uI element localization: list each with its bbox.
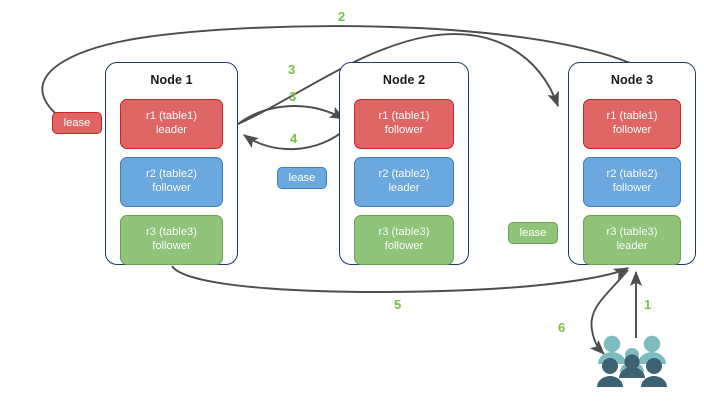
replica-name: r2 (table2)	[606, 168, 658, 181]
step-label-1: 1	[644, 297, 652, 312]
edge-step-4	[243, 126, 349, 150]
replica-name: r3 (table3)	[606, 226, 658, 239]
step-label-3-long: 3	[288, 62, 296, 77]
replica-role: leader	[616, 240, 648, 252]
replica-chip-r1[interactable]: r1 (table1) follower	[354, 99, 454, 149]
replica-chip-r3[interactable]: r3 (table3) leader	[583, 215, 681, 265]
replica-role: follower	[152, 182, 191, 194]
edge-step-3-short	[237, 105, 345, 125]
lease-badge-node2[interactable]: lease	[277, 167, 327, 189]
replica-name: r3 (table3)	[146, 226, 197, 239]
node-title: Node 1	[150, 73, 193, 87]
replica-name: r1 (table1)	[146, 110, 197, 123]
replica-chip-r1[interactable]: r1 (table1) leader	[120, 99, 223, 149]
step-label-5: 5	[394, 297, 402, 312]
replica-chip-r1[interactable]: r1 (table1) follower	[583, 99, 681, 149]
replica-role: follower	[612, 182, 652, 194]
replica-chip-r2[interactable]: r2 (table2) follower	[583, 157, 681, 207]
replica-name: r3 (table3)	[378, 226, 430, 239]
step-label-2: 2	[338, 9, 346, 24]
replica-name: r2 (table2)	[146, 168, 197, 181]
replica-name: r1 (table1)	[606, 110, 658, 123]
replica-chip-r3[interactable]: r3 (table3) follower	[354, 215, 454, 265]
node-box-2[interactable]: Node 2 r1 (table1) follower r2 (table2) …	[339, 62, 469, 265]
edge-step-5	[171, 265, 630, 293]
edge-step-2	[41, 25, 631, 128]
replica-role: leader	[155, 124, 188, 136]
replica-role: follower	[384, 240, 424, 252]
replica-chip-r2[interactable]: r2 (table2) leader	[354, 157, 454, 207]
step-label-6: 6	[558, 320, 566, 335]
users-icon	[597, 335, 667, 387]
node-box-3[interactable]: Node 3 r1 (table1) follower r2 (table2) …	[568, 62, 696, 265]
replica-chip-r2[interactable]: r2 (table2) follower	[120, 157, 223, 207]
step-label-3-short: 3	[289, 89, 297, 104]
replica-role: follower	[152, 240, 191, 252]
replica-role: follower	[612, 124, 652, 136]
edge-step-3-long	[237, 33, 559, 125]
replica-name: r1 (table1)	[378, 110, 430, 123]
replica-role: leader	[388, 182, 420, 194]
lease-badge-node1[interactable]: lease	[52, 112, 102, 134]
edge-step-6	[589, 269, 629, 355]
replica-role: follower	[384, 124, 424, 136]
lease-badge-node3[interactable]: lease	[508, 222, 558, 244]
node-title: Node 2	[382, 73, 426, 87]
node-box-1[interactable]: Node 1 r1 (table1) leader r2 (table2) fo…	[105, 62, 238, 265]
node-title: Node 3	[610, 73, 654, 87]
step-label-4: 4	[290, 131, 298, 146]
replica-name: r2 (table2)	[378, 168, 430, 181]
replica-chip-r3[interactable]: r3 (table3) follower	[120, 215, 223, 265]
